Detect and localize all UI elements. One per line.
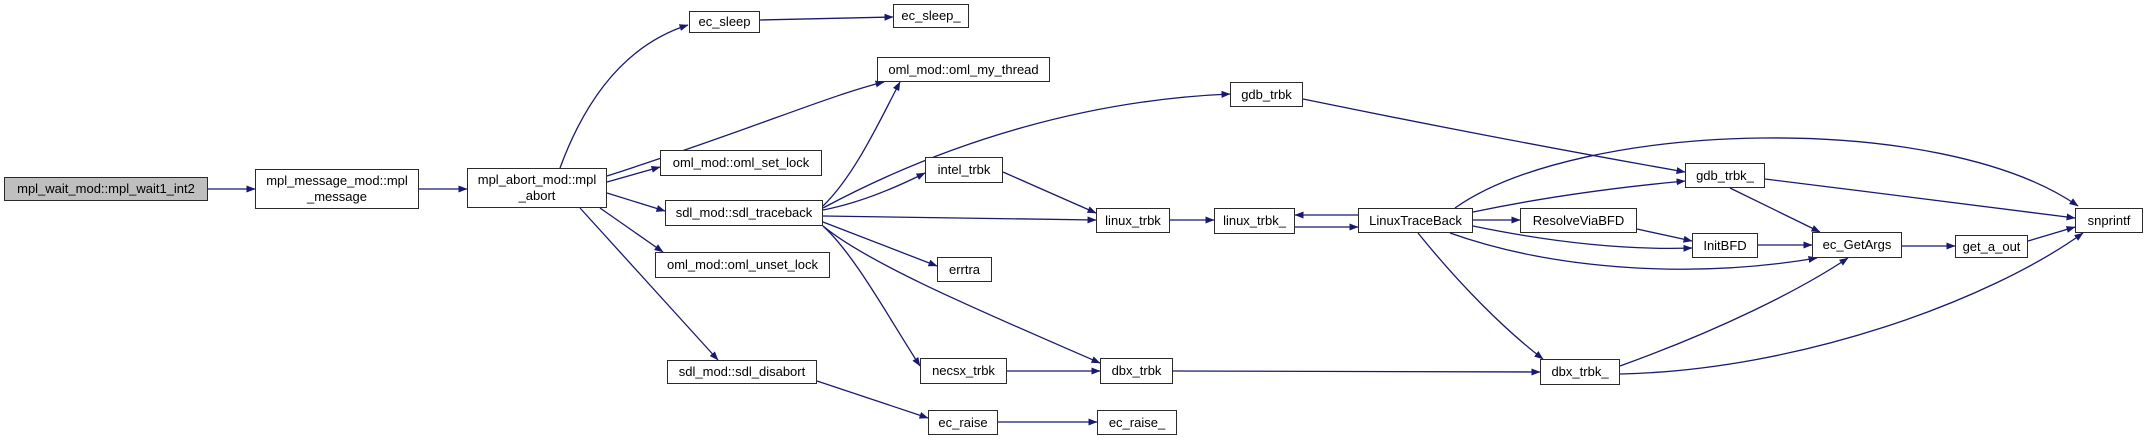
node-ec_GetArgs[interactable]: ec_GetArgs [1812, 232, 1902, 258]
edge-gdb_trbk_-to-snprintf [1764, 178, 2076, 221]
node-ec_raise[interactable]: ec_raise [928, 410, 998, 435]
node-LinuxTraceBack[interactable]: LinuxTraceBack [1358, 208, 1473, 233]
edge-gdb_trbk-to-gdb_trbk_ [1302, 98, 1686, 174]
node-intel_trbk[interactable]: intel_trbk [925, 157, 1003, 183]
edge-dbx_trbk_-to-ec_GetArgs [1619, 257, 1849, 367]
edge-mpl_abort-to-oml_set_lock [606, 165, 661, 183]
edge-dbx_trbk-to-dbx_trbk_ [1172, 368, 1541, 376]
node-InitBFD[interactable]: InitBFD [1692, 233, 1758, 258]
node-dbx_trbk_[interactable]: dbx_trbk_ [1540, 359, 1620, 385]
edges-group [208, 13, 2084, 426]
edge-sdl_traceback-to-intel_trbk [822, 172, 926, 211]
edge-sdl_traceback-to-linux_trbk [822, 215, 1097, 224]
node-errtra[interactable]: errtra [937, 257, 992, 282]
node-ec_sleep_[interactable]: ec_sleep_ [893, 4, 969, 28]
node-gdb_trbk[interactable]: gdb_trbk [1230, 82, 1303, 107]
node-sdl_traceback[interactable]: sdl_mod::sdl_traceback [665, 200, 823, 226]
node-linux_trbk[interactable]: linux_trbk [1096, 208, 1170, 233]
edge-LinuxTraceBack-to-dbx_trbk_ [1417, 232, 1544, 360]
edge-dbx_trbk_-to-snprintf [1619, 232, 2084, 375]
node-oml_set_lock[interactable]: oml_mod::oml_set_lock [660, 150, 822, 176]
edge-gdb_trbk_-to-ec_GetArgs [1729, 187, 1821, 233]
edge-intel_trbk-to-linux_trbk [1002, 171, 1097, 214]
node-necsx_trbk[interactable]: necsx_trbk [920, 358, 1007, 384]
node-gdb_trbk_[interactable]: gdb_trbk_ [1685, 163, 1765, 188]
node-ec_raise_[interactable]: ec_raise_ [1097, 410, 1177, 435]
edge-ec_sleep-to-ec_sleep_ [759, 13, 894, 21]
edge-sdl_traceback-to-oml_my_thread [822, 81, 901, 207]
edge-mpl_abort-to-oml_unset_lock [599, 207, 664, 253]
node-ResolveViaBFD[interactable]: ResolveViaBFD [1520, 208, 1637, 233]
edge-mpl_abort-to-sdl_disabort [579, 207, 719, 361]
edge-get_a_out-to-snprintf [2027, 226, 2076, 242]
edge-mpl_abort-to-sdl_traceback [606, 192, 666, 212]
edge-LinuxTraceBack-to-ec_GetArgs [1449, 232, 1818, 270]
edge-LinuxTraceBack-to-gdb_trbk_ [1472, 178, 1686, 213]
edge-ResolveViaBFD-to-InitBFD [1636, 228, 1693, 243]
node-sdl_disabort[interactable]: sdl_mod::sdl_disabort [667, 360, 817, 384]
node-get_a_out[interactable]: get_a_out [1955, 235, 2028, 258]
edge-mpl_abort-to-oml_my_thread [606, 80, 885, 177]
edge-LinuxTraceBack-to-InitBFD [1472, 225, 1693, 252]
edge-sdl_traceback-to-errtra [822, 221, 938, 267]
node-ec_sleep[interactable]: ec_sleep [689, 11, 760, 33]
edge-mpl_abort-to-ec_sleep [559, 24, 689, 169]
node-mpl_abort[interactable]: mpl_abort_mod::mpl _abort [467, 168, 607, 208]
edge-sdl_disabort-to-ec_raise [816, 380, 929, 419]
edge-LinuxTraceBack-to-snprintf [1454, 137, 2079, 209]
node-oml_my_thread[interactable]: oml_mod::oml_my_thread [877, 57, 1050, 82]
edge-sdl_traceback-to-necsx_trbk [822, 225, 921, 367]
node-mpl_message[interactable]: mpl_message_mod::mpl _message [255, 169, 419, 209]
node-oml_unset_lock[interactable]: oml_mod::oml_unset_lock [655, 252, 830, 278]
node-snprintf[interactable]: snprintf [2075, 208, 2143, 233]
node-linux_trbk_[interactable]: linux_trbk_ [1214, 208, 1295, 234]
edge-sdl_traceback-to-dbx_trbk [822, 225, 1101, 364]
node-mpl_wait1_int2: mpl_wait_mod::mpl_wait1_int2 [4, 177, 208, 201]
edge-sdl_traceback-to-gdb_trbk [822, 90, 1231, 209]
node-dbx_trbk[interactable]: dbx_trbk [1100, 358, 1173, 384]
